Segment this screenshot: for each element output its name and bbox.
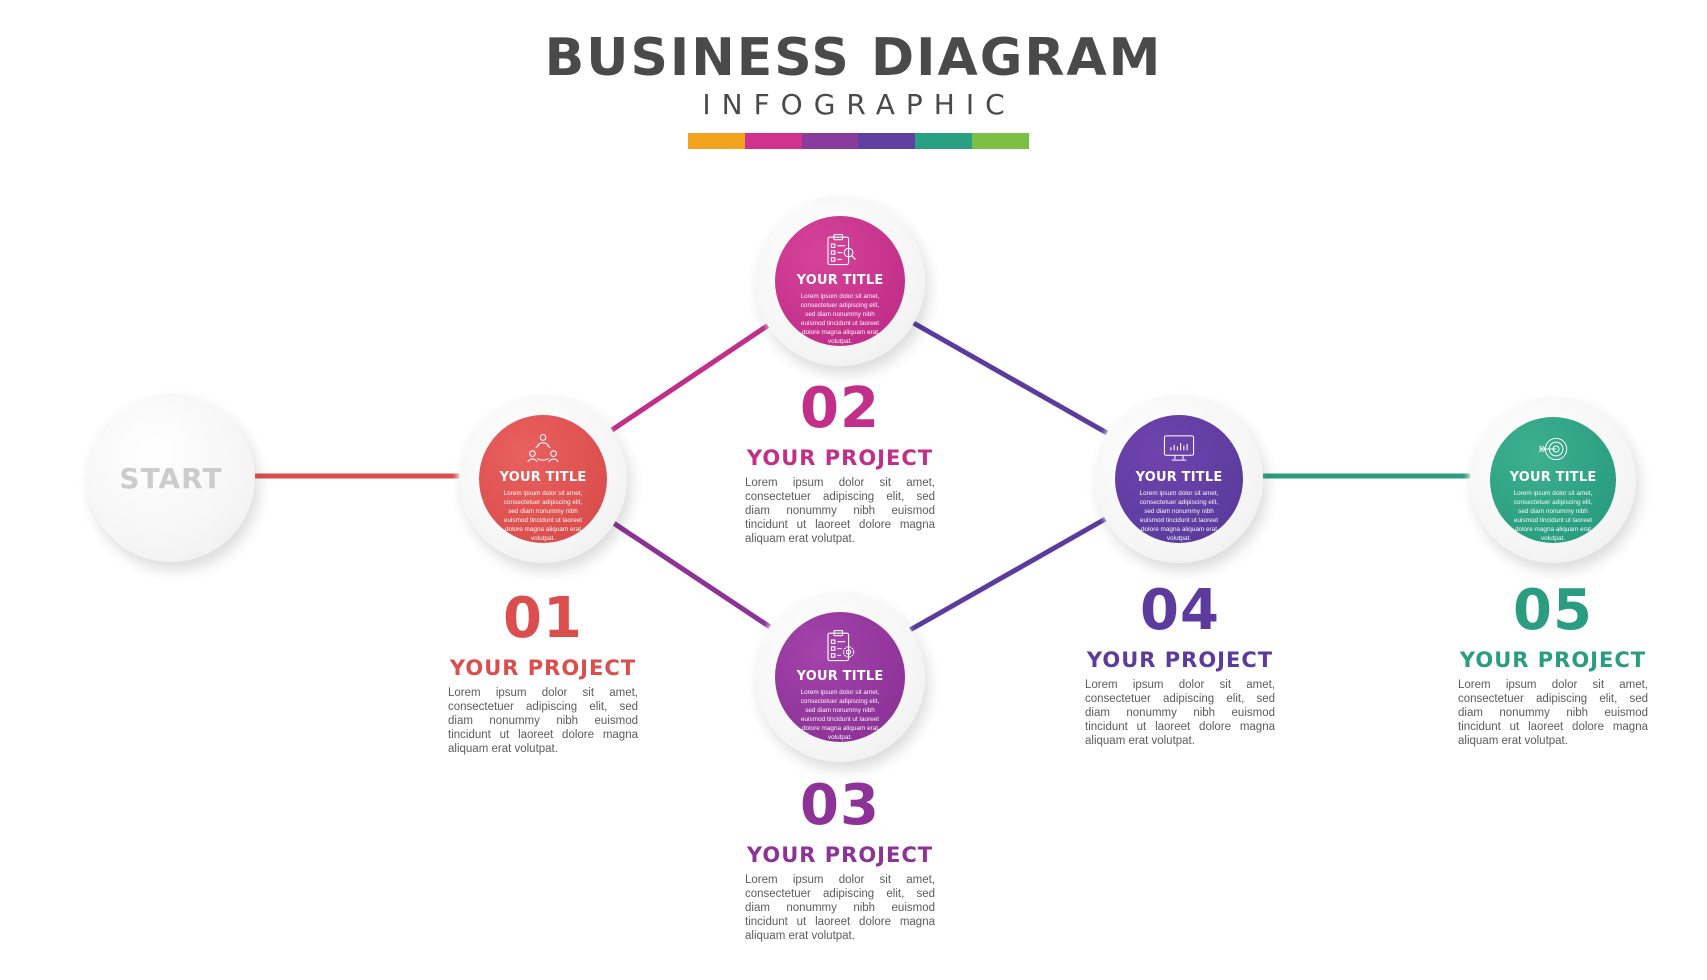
start-label: START	[119, 461, 223, 495]
color-bar-segment	[688, 133, 745, 149]
step-circle-text: Lorem ipsum dolor sit amet, consectetuer…	[1139, 490, 1219, 542]
step-project-title: YOUR PROJECT	[746, 843, 934, 867]
target-arrow-icon	[1538, 437, 1568, 461]
step-inner-04: YOUR TITLE Lorem ipsum dolor sit amet, c…	[1115, 415, 1243, 543]
step-circle-title: YOUR TITLE	[499, 470, 587, 485]
connector-01-03	[610, 519, 772, 630]
step-project-title: YOUR PROJECT	[1459, 648, 1647, 672]
step-caption-05: 05 YOUR PROJECT Lorem ipsum dolor sit am…	[1453, 580, 1653, 748]
color-bar	[688, 133, 1029, 149]
monitor-chart-icon	[1163, 435, 1195, 461]
clipboard-search-icon	[827, 234, 856, 266]
step-project-title: YOUR PROJECT	[746, 446, 934, 470]
color-bar-segment	[972, 133, 1029, 149]
step-caption-01: 01 YOUR PROJECT Lorem ipsum dolor sit am…	[443, 588, 643, 756]
step-inner-01: YOUR TITLE Lorem ipsum dolor sit amet, c…	[479, 415, 607, 543]
step-circle-03: YOUR TITLE Lorem ipsum dolor sit amet, c…	[755, 592, 925, 762]
step-circle-text: Lorem ipsum dolor sit amet, consectetuer…	[800, 293, 880, 345]
step-inner-02: YOUR TITLE Lorem ipsum dolor sit amet, c…	[775, 216, 905, 346]
step-circle-02: YOUR TITLE Lorem ipsum dolor sit amet, c…	[755, 196, 925, 366]
step-description: Lorem ipsum dolor sit amet, consectetuer…	[448, 687, 638, 755]
step-description: Lorem ipsum dolor sit amet, consectetuer…	[745, 477, 935, 545]
color-bar-segment	[915, 133, 973, 149]
step-caption-03: 03 YOUR PROJECT Lorem ipsum dolor sit am…	[740, 775, 940, 943]
connector-02-04	[908, 318, 1109, 436]
color-bar-segment	[744, 133, 802, 149]
step-description: Lorem ipsum dolor sit amet, consectetuer…	[1085, 679, 1275, 747]
step-circle-text: Lorem ipsum dolor sit amet, consectetuer…	[800, 689, 880, 741]
start-circle: START	[87, 394, 255, 562]
step-number: 01	[503, 586, 583, 651]
step-number: 04	[1140, 578, 1220, 643]
step-caption-02: 02 YOUR PROJECT Lorem ipsum dolor sit am…	[740, 378, 940, 546]
step-circle-title: YOUR TITLE	[1135, 470, 1223, 485]
color-bar-segment	[801, 133, 859, 149]
step-circle-title: YOUR TITLE	[796, 669, 884, 684]
step-circle-text: Lorem ipsum dolor sit amet, consectetuer…	[1513, 490, 1593, 542]
step-circle-text: Lorem ipsum dolor sit amet, consectetuer…	[503, 490, 583, 542]
page-subtitle: INFOGRAPHIC	[702, 88, 1016, 121]
team-network-icon	[527, 434, 559, 463]
connector-03-04	[908, 515, 1109, 633]
clipboard-gear-icon	[827, 630, 855, 662]
step-description: Lorem ipsum dolor sit amet, consectetuer…	[1458, 679, 1648, 747]
step-number: 03	[800, 773, 880, 838]
step-circle-01: YOUR TITLE Lorem ipsum dolor sit amet, c…	[459, 395, 627, 563]
step-inner-03: YOUR TITLE Lorem ipsum dolor sit amet, c…	[775, 612, 905, 742]
step-number: 02	[800, 376, 880, 441]
step-circle-04: YOUR TITLE Lorem ipsum dolor sit amet, c…	[1095, 395, 1263, 563]
step-project-title: YOUR PROJECT	[1086, 648, 1274, 672]
connector-01-02	[610, 321, 772, 433]
step-circle-title: YOUR TITLE	[796, 273, 884, 288]
step-caption-04: 04 YOUR PROJECT Lorem ipsum dolor sit am…	[1080, 580, 1280, 748]
step-inner-05: YOUR TITLE Lorem ipsum dolor sit amet, c…	[1490, 417, 1616, 543]
color-bar-segment	[858, 133, 916, 149]
step-number: 05	[1513, 578, 1593, 643]
step-description: Lorem ipsum dolor sit amet, consectetuer…	[745, 874, 935, 942]
step-circle-05: YOUR TITLE Lorem ipsum dolor sit amet, c…	[1470, 397, 1636, 563]
step-circle-title: YOUR TITLE	[1509, 470, 1597, 485]
page-title: BUSINESS DIAGRAM	[544, 28, 1163, 88]
step-project-title: YOUR PROJECT	[449, 656, 637, 680]
